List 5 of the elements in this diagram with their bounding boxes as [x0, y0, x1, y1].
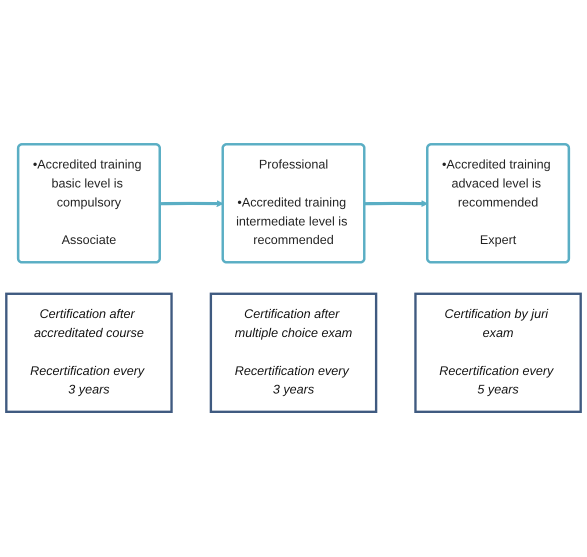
- node-box: Certification by juri exam Recertification every 5 years: [414, 293, 582, 414]
- arrow: [160, 200, 224, 208]
- arrow: [364, 200, 428, 208]
- node-box: Certification after multiple choice exam Recertification every 3 years: [210, 293, 378, 414]
- node-box: Certification after accreditated course Recertification every 3 years: [5, 293, 173, 414]
